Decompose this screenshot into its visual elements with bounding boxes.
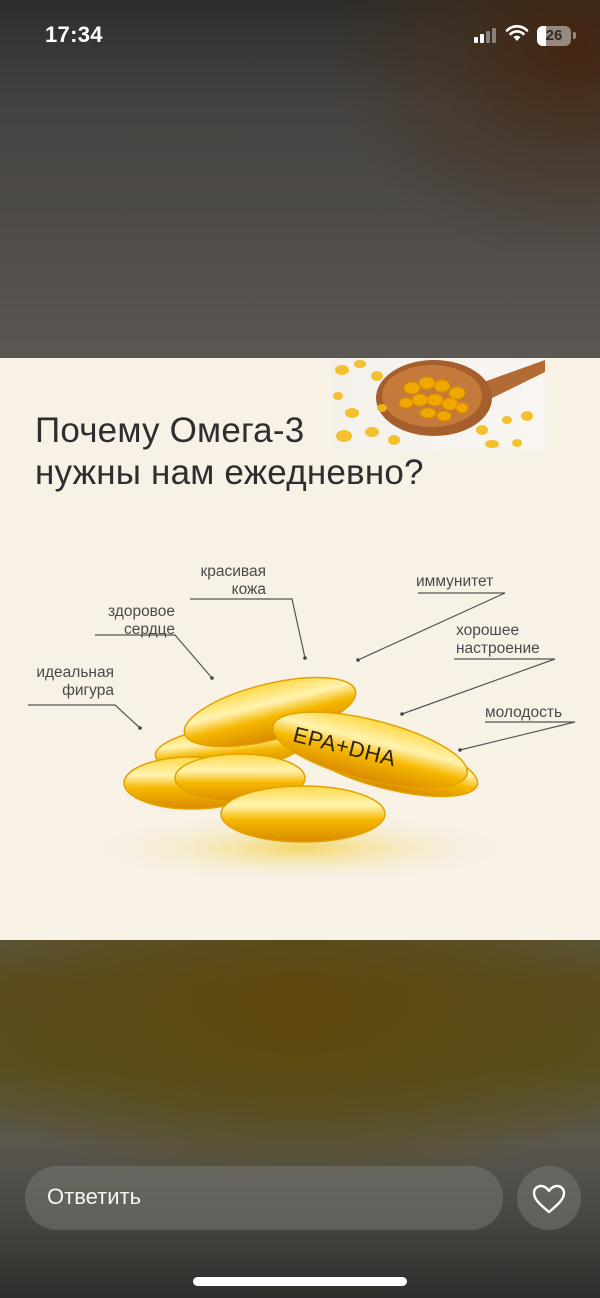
benefit-text: сердце <box>123 621 175 638</box>
benefit-heart: здоровое сердце <box>75 603 175 639</box>
benefit-immunity: иммунитет <box>416 573 493 591</box>
benefit-youth: молодость <box>485 704 562 722</box>
benefit-text: хорошее <box>456 622 520 639</box>
title-line-2: нужны нам ежедневно? <box>35 453 424 492</box>
benefit-skin: красивая кожа <box>170 563 266 599</box>
heart-icon <box>532 1184 566 1214</box>
benefit-text: красивая <box>200 563 266 580</box>
benefit-text: молодость <box>485 704 563 721</box>
spoon-with-capsules-photo <box>332 358 545 450</box>
benefit-text: иммунитет <box>416 573 494 590</box>
battery-tip <box>573 32 576 39</box>
status-time: 17:34 <box>45 22 103 47</box>
benefit-text: здоровое <box>108 603 175 620</box>
like-button[interactable] <box>517 1166 581 1230</box>
battery-level: 26 <box>545 27 563 44</box>
home-indicator[interactable] <box>193 1277 407 1286</box>
benefit-text: идеальная <box>36 664 114 681</box>
background-blur-top <box>340 0 600 250</box>
capsules-illustration <box>28 592 576 883</box>
benefit-text: кожа <box>231 581 266 598</box>
battery-icon: 26 <box>537 26 571 46</box>
benefit-figure: идеальная фигура <box>10 664 114 700</box>
title-line-1: Почему Омега-3 <box>35 411 305 450</box>
story-image[interactable]: Почему Омега-3 нужны нам ежедневно? <box>0 358 600 940</box>
background-blur-bottom <box>0 940 600 1170</box>
benefit-text: фигура <box>62 682 114 699</box>
wifi-icon <box>505 25 529 41</box>
reply-placeholder: Ответить <box>47 1184 142 1209</box>
reply-input[interactable]: Ответить <box>25 1166 503 1230</box>
benefit-text: настроение <box>456 640 540 657</box>
cellular-signal-icon <box>474 28 496 43</box>
story-title: Почему Омега-3 нужны нам ежедневно? <box>35 410 424 494</box>
status-bar: 17:34 26 <box>0 0 600 70</box>
benefit-mood: хорошее настроение <box>456 622 540 658</box>
